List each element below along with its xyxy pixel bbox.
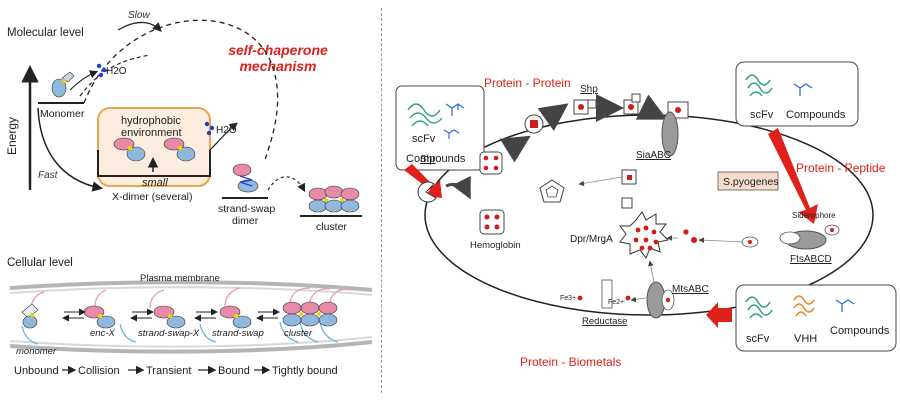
siderophore-label: Siderophore (792, 211, 836, 220)
reductase-box (601, 279, 613, 309)
left-panel: Molecular level self-chaperone mechanism… (0, 0, 380, 400)
mechanism-line1: self-chaperone (228, 42, 328, 58)
protein-peptide-label: Protein - Peptide (796, 161, 886, 175)
box-br-scfv: scFv (746, 333, 770, 345)
box-scfv-compounds-tr (735, 61, 859, 127)
protein-protein-label: Protein - Protein (484, 76, 571, 90)
vhh-glyph (793, 295, 815, 317)
ftsabcd-label: FtsABCD (790, 254, 832, 265)
mechanism-title: self-chaperone mechanism (218, 42, 338, 74)
ssdimer-line2: dimer (232, 215, 259, 227)
red-arrow-biometals (706, 302, 732, 328)
membrane-encx (83, 305, 116, 329)
slow-label: Slow (128, 10, 150, 21)
monomer-glyph (51, 71, 75, 98)
box-tr-scfv: scFv (750, 109, 774, 121)
box-br-vhh: VHH (794, 333, 817, 345)
mtsabc-label: MtsABC (672, 284, 709, 295)
cellular-section-title: Cellular level (7, 257, 73, 269)
scfv-glyph-tr (745, 74, 773, 97)
panel-divider (381, 8, 382, 393)
env-line2: environment (121, 127, 182, 139)
red-arrow-shr (404, 164, 442, 198)
stage-transient: Transient (146, 365, 191, 377)
membrane-ssx (153, 305, 186, 329)
env-line1: hydrophobic (121, 115, 181, 127)
box-scfv-vhh-compounds-br (735, 284, 897, 352)
compound-glyph-tr (793, 83, 813, 96)
energy-axis-label: Energy (5, 117, 19, 155)
box-tl-scfv: scFv (412, 133, 436, 145)
fast-path (37, 107, 103, 192)
siaabc-transporter (661, 111, 679, 157)
plasma-membrane-top (9, 280, 373, 292)
box-tl-compounds: Compounds (406, 153, 466, 165)
membrane-cluster (282, 301, 338, 327)
monomer-label: Monomer (40, 108, 85, 120)
stage-tightly-bound: Tightly bound (272, 365, 338, 377)
shr-glyph (417, 181, 437, 203)
stage-collision: Collision (78, 365, 120, 377)
state-ssx: strand-swap-X (138, 328, 200, 339)
dprmrga-star (619, 211, 670, 260)
slow-dashed-path (83, 19, 279, 161)
scfv-glyph-tl (407, 103, 443, 127)
cluster-label: cluster (316, 221, 347, 233)
reductase-label: Reductase (582, 316, 627, 327)
hemoglobin-label: Hemoglobin (470, 240, 521, 251)
box-br-compounds: Compounds (830, 325, 890, 337)
box-tr-compounds: Compounds (786, 109, 846, 121)
membrane-ss (219, 305, 252, 329)
water-dots-2 (204, 121, 215, 136)
siaabc-label: SiaABC (636, 150, 671, 161)
protein-biometals-label: Protein - Biometals (520, 355, 621, 369)
mechanism-line2: mechanism (239, 58, 317, 74)
stage-unbound: Unbound (14, 365, 59, 377)
slow-arrow (117, 21, 162, 32)
fast-label: Fast (38, 170, 59, 181)
hydrophobic-environment-box (97, 107, 211, 187)
fe3-label: Fe3+ (560, 295, 576, 302)
state-monomer: monomer (16, 346, 57, 357)
scfv-glyph-br (745, 296, 773, 319)
water-dots-1 (96, 63, 107, 78)
right-panel: scFv Compounds scFv Compounds scFv VHH C… (395, 61, 897, 369)
plasma-membrane-label: Plasma membrane (140, 273, 220, 284)
molecular-section-title: Molecular level (7, 27, 84, 39)
compound-glyph-tl (445, 103, 465, 116)
water-label-1: H2O (106, 66, 127, 77)
strand-swap-glyph (232, 163, 259, 193)
hemoglobin-glyph (479, 209, 505, 235)
energy-diagram: Energy (5, 10, 362, 233)
membrane-diagram: Plasma membrane (9, 273, 373, 377)
state-ss: strand-swap (212, 328, 264, 339)
ssdimer-line1: strand-swap (218, 203, 275, 215)
compound-glyph-br (835, 299, 855, 312)
stage-bound: Bound (218, 365, 250, 377)
state-encx: enc-X (90, 328, 115, 339)
small-label: small (142, 177, 168, 189)
shr-label: Shr (420, 154, 436, 165)
shp-label: Shp (580, 84, 598, 95)
fe2-label: Fe2+ (608, 299, 624, 306)
cluster-glyph (308, 185, 360, 213)
spyogenes-box (717, 171, 779, 191)
xdimer-glyph-right (163, 137, 196, 162)
membrane-monomer (21, 303, 39, 329)
plasma-membrane-bottom (9, 340, 373, 354)
spyogenes-label: S.pyogenes (723, 176, 778, 188)
xdimer-label: X-dimer (several) (112, 191, 193, 203)
xdimer-glyph-left (113, 137, 146, 162)
red-arrow-peptide (768, 128, 818, 224)
water-label-2: H2O (216, 125, 237, 136)
state-cluster: cluster (284, 328, 313, 339)
dprmrga-label: Dpr/MrgA (570, 234, 613, 245)
